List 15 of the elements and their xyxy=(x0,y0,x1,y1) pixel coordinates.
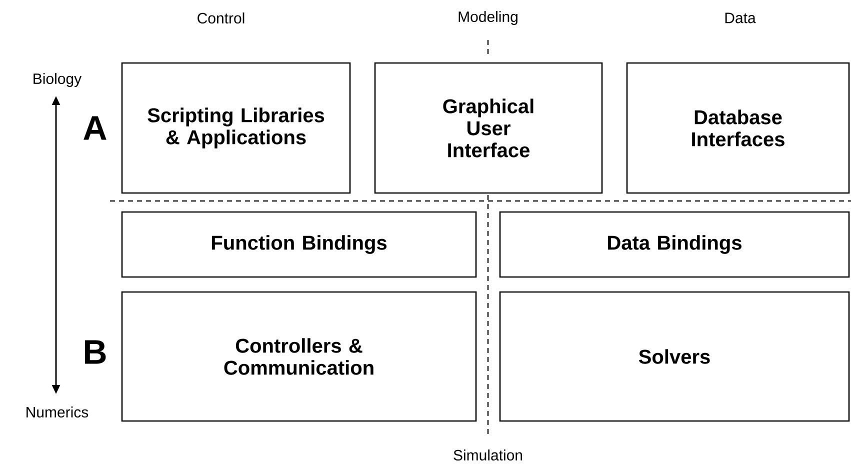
layer-box: Solvers xyxy=(499,291,850,422)
layer-box: Data Bindings xyxy=(499,211,850,278)
column-heading: Simulation xyxy=(454,450,522,460)
layer-box: Function Bindings xyxy=(121,211,477,278)
layer-letter: B xyxy=(85,340,106,364)
column-heading: Control xyxy=(198,12,244,24)
layer-box: Controllers & Communication xyxy=(121,291,477,422)
layer-box: Database Interfaces xyxy=(626,62,850,194)
layer-box: Scripting Libraries & Applications xyxy=(121,62,351,194)
column-heading: Modeling xyxy=(458,11,518,25)
layer-letter: A xyxy=(84,116,106,140)
axis-label: Numerics xyxy=(26,406,88,418)
column-heading: Data xyxy=(725,12,756,24)
axis-label: Biology xyxy=(34,73,82,87)
layer-box: Graphical User Interface xyxy=(374,62,603,194)
